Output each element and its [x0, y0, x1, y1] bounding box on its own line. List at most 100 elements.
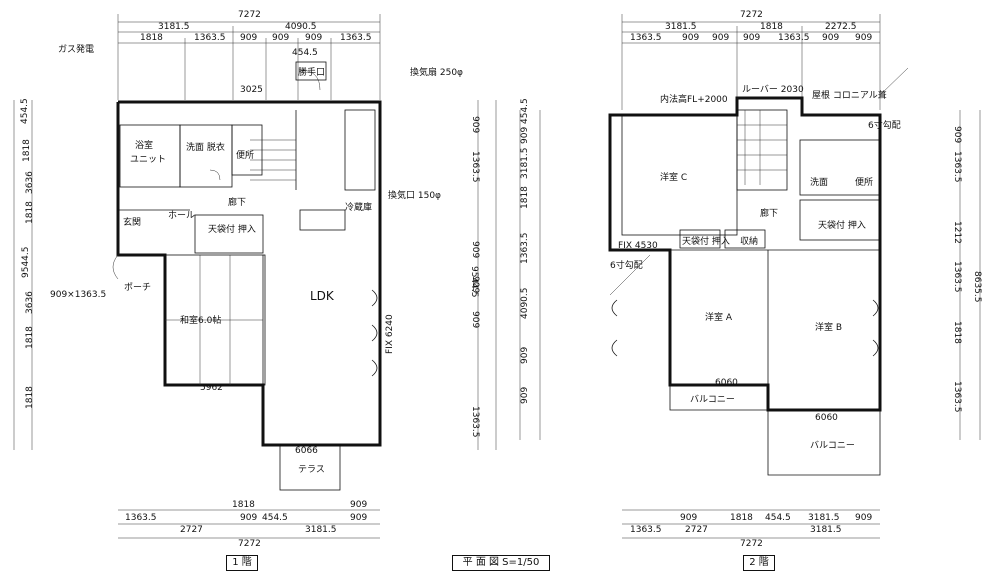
dim-2f-top-b: 1818 — [760, 22, 783, 32]
plan-2f: 7272 3181.5 1818 2272.5 1363.5 909 909 9… — [519, 10, 982, 549]
dim-2f-left-4: 1363.5 — [520, 233, 530, 265]
dim-2f-bot-total: 7272 — [740, 539, 763, 549]
dim-1f-right-5: 1363.5 — [470, 406, 480, 438]
note-2f-fix: FIX 4530 — [618, 241, 658, 251]
dim-1f-bot-1: 2727 — [180, 525, 203, 535]
note-6066: 6066 — [295, 446, 318, 456]
room-2f-storage2: 天袋付 押入 — [682, 235, 730, 247]
dim-2f-top-r2-6: 909 — [855, 33, 872, 43]
dim-2f-left-3: 1818 — [520, 186, 530, 209]
dim-1f-left-3: 1818 — [25, 201, 35, 224]
dim-1f-left-1: 1818 — [22, 139, 32, 162]
balcony-2-outline — [767, 409, 881, 476]
dim-1f-left-total: 9544.5 — [21, 247, 31, 279]
dim-2f-top-r2-1: 909 — [682, 33, 699, 43]
note-2f-height: 内法高FL+2000 — [660, 93, 728, 105]
room-2f-wash: 洗面 — [810, 176, 828, 188]
dim-1f-right-0: 909 — [470, 116, 480, 133]
caption-1f: 1 階 — [226, 555, 258, 571]
note-2f-louver: ルーバー 2030 — [742, 84, 804, 95]
room-balcony2: バルコニー — [810, 440, 855, 451]
note-2f-6060a: 6060 — [715, 378, 738, 388]
room-kitchen: 冷蔵庫 — [345, 201, 372, 213]
dim-2f-left-5: 4090.5 — [520, 288, 530, 320]
room-2f-toilet: 便所 — [855, 176, 873, 188]
dim-1f-top-r2-5: 1363.5 — [340, 33, 372, 43]
dim-1f-top-r2-4: 909 — [305, 33, 322, 43]
note-fix: FIX 6240 — [385, 314, 395, 354]
dim-1f-top-b: 4090.5 — [285, 22, 317, 32]
note-porch-size: 909×1363.5 — [50, 290, 106, 300]
dim-2f-left-0: 454.5 — [520, 98, 530, 124]
dim-1f-bot-2: 909 — [240, 513, 257, 523]
dim-2f-bot-r0-0: 1363.5 — [630, 525, 662, 535]
dim-1f-top-small: 454.5 — [292, 48, 318, 58]
note-3025: 3025 — [240, 85, 263, 95]
dim-1f-bot-5: 909 — [350, 513, 367, 523]
room-porch: ポーチ — [124, 282, 151, 293]
dim-2f-bot-r0-1: 2727 — [685, 525, 708, 535]
note-gas: ガス発電 — [58, 43, 94, 55]
dim-1f-top-a: 3181.5 — [158, 22, 190, 32]
dim-1f-left-5: 1818 — [25, 326, 35, 349]
room-closet: 収納 — [740, 235, 758, 247]
dim-2f-bot-r1-2: 454.5 — [765, 513, 791, 523]
dim-1f-right-4: 909 — [470, 311, 480, 328]
note-2f-slope2: 6寸勾配 — [868, 119, 901, 131]
dim-2f-left-7: 909 — [520, 387, 530, 404]
dim-1f-bot-0: 1363.5 — [125, 513, 157, 523]
room-toilet: 便所 — [236, 149, 254, 161]
room-ldk: LDK — [310, 289, 335, 303]
room-a: 洋室 A — [705, 311, 733, 323]
dim-1f-right-total: 9544.5 — [469, 266, 479, 298]
room-entrance: 玄関 — [123, 216, 141, 228]
dim-2f-top-c: 2272.5 — [825, 22, 857, 32]
room-bath-unit: ユニット — [130, 155, 166, 165]
dim-1f-bot-r0-1: 909 — [350, 500, 367, 510]
service-entrance-box — [295, 61, 327, 81]
dim-2f-bot-r1-3: 3181.5 — [808, 513, 840, 523]
room-terrace: テラス — [298, 464, 325, 475]
dim-2f-left-2: 3181.5 — [520, 148, 530, 180]
dim-2f-top-r2-4: 1363.5 — [778, 33, 810, 43]
caption-scale: 平 面 図 S=1/50 — [452, 555, 550, 571]
dim-1f-top-total: 7272 — [238, 10, 261, 20]
dim-2f-top-r2-2: 909 — [712, 33, 729, 43]
dim-1f-left-0: 454.5 — [20, 98, 30, 124]
room-washitsu: 和室6.0帖 — [180, 314, 221, 326]
room-c: 洋室 C — [660, 171, 687, 183]
dim-1f-top-r2-2: 909 — [240, 33, 257, 43]
dim-1f-bot-total: 7272 — [238, 539, 261, 549]
room-2f-storage1: 天袋付 押入 — [818, 219, 866, 231]
dim-2f-top-r2-3: 909 — [743, 33, 760, 43]
dim-1f-left-4: 3636 — [25, 291, 35, 314]
dim-1f-bot-r0-0: 1818 — [232, 500, 255, 510]
room-b: 洋室 B — [815, 321, 842, 333]
dim-2f-top-total: 7272 — [740, 10, 763, 20]
dim-2f-right-3: 1363.5 — [952, 261, 962, 293]
dim-2f-top-r2-0: 1363.5 — [630, 33, 662, 43]
dim-2f-right-1: 1363.5 — [952, 151, 962, 183]
room-corridor: 廊下 — [228, 196, 246, 208]
dim-1f-top-r2-1: 1363.5 — [194, 33, 226, 43]
dim-2f-right-5: 1363.5 — [952, 381, 962, 413]
room-balcony1: バルコニー — [690, 394, 735, 405]
room-2f-corridor: 廊下 — [760, 207, 778, 219]
note-vent: 換気口 150φ — [388, 189, 441, 201]
room-service: 勝手口 — [298, 66, 325, 78]
dim-2f-top-a: 3181.5 — [665, 22, 697, 32]
dim-1f-bot-3: 454.5 — [262, 513, 288, 523]
dim-1f-top-r2-3: 909 — [272, 33, 289, 43]
note-2f-roof: 屋根 コロニアル葺 — [812, 89, 887, 101]
dim-1f-right-3: 909 — [470, 276, 480, 293]
room-bath: 浴室 — [135, 139, 153, 151]
note-2f-6060b: 6060 — [815, 413, 838, 423]
note-fan: 換気扇 250φ — [410, 66, 463, 78]
room-storage: 天袋付 押入 — [208, 223, 256, 235]
dim-1f-left-6: 1818 — [25, 386, 35, 409]
dim-2f-top-r2-5: 909 — [822, 33, 839, 43]
dim-2f-right-total: 8635.5 — [972, 271, 982, 303]
dim-2f-left-6: 909 — [520, 347, 530, 364]
caption-2f: 2 階 — [743, 555, 775, 571]
